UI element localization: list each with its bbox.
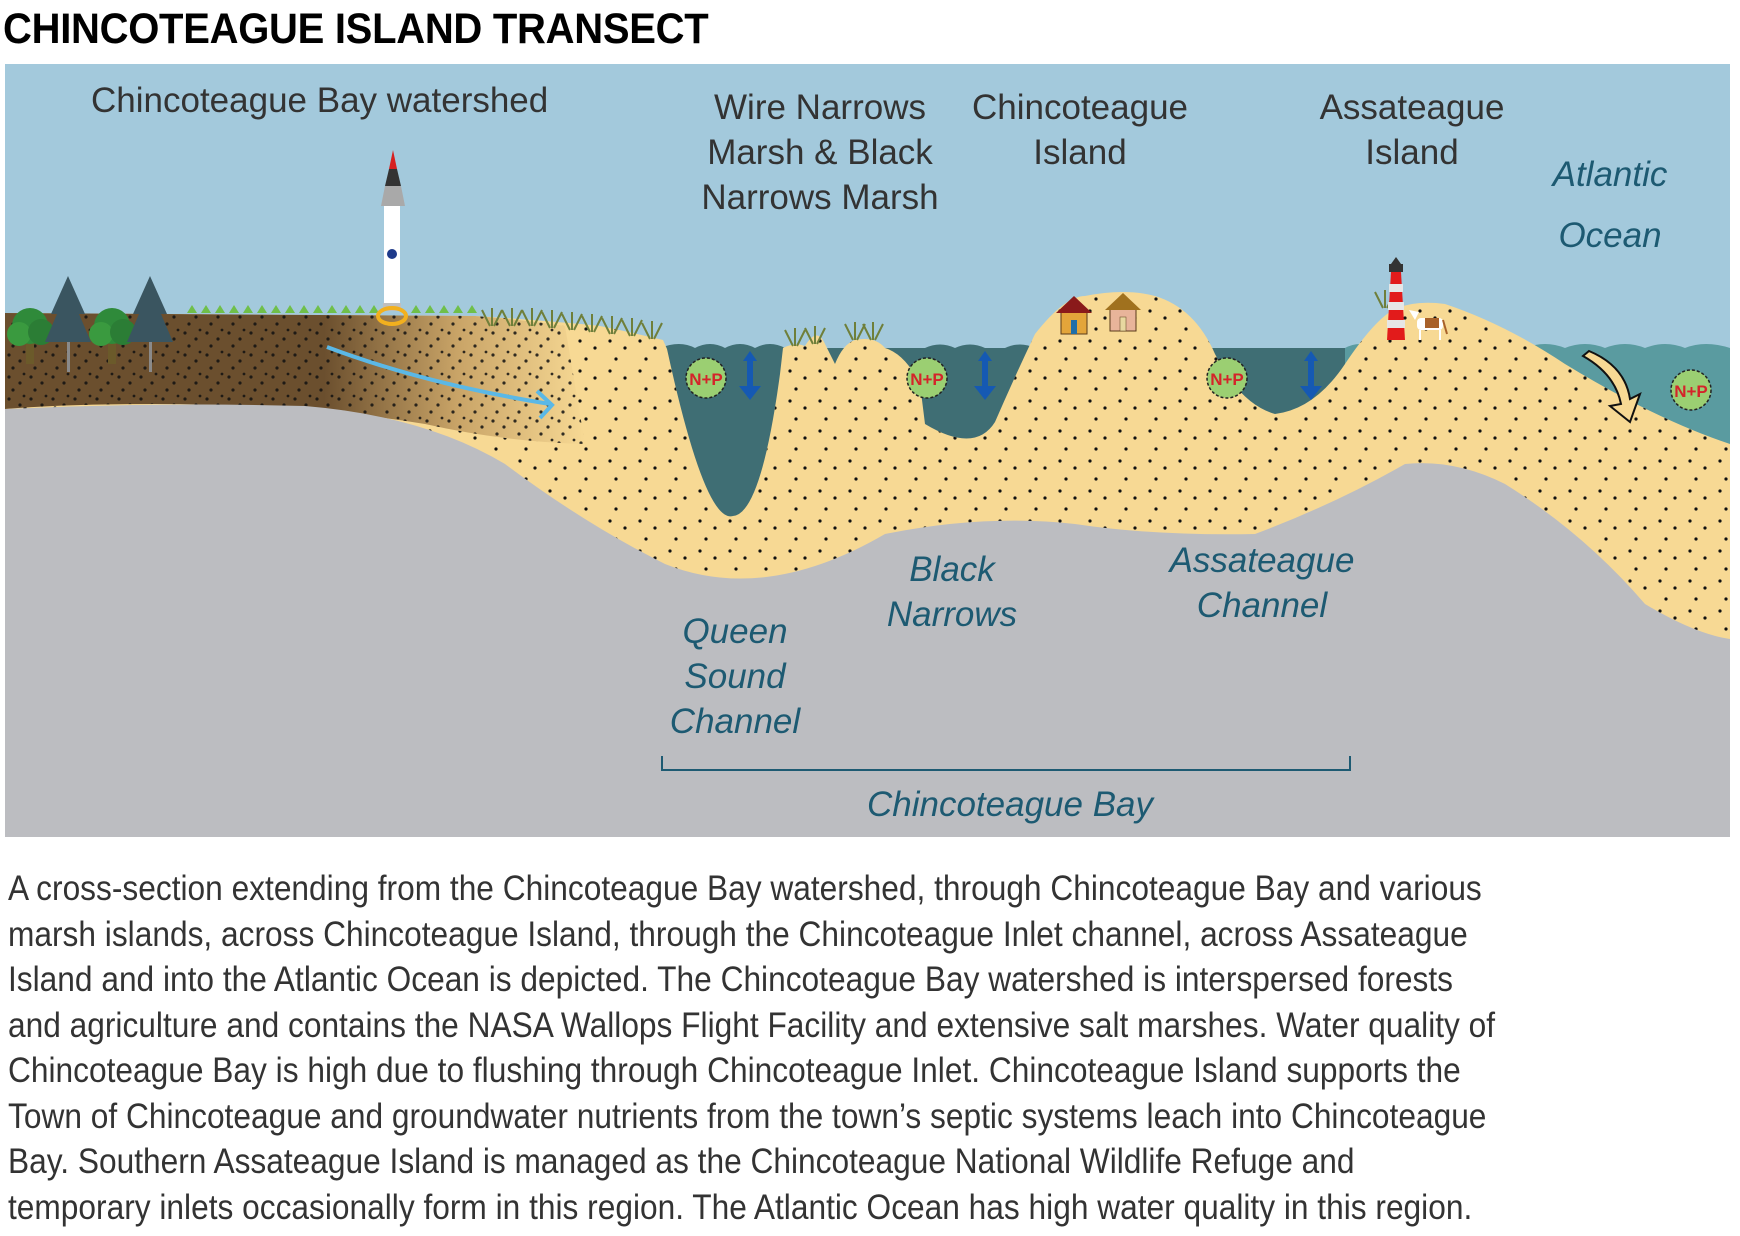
svg-text:N+P: N+P bbox=[910, 370, 944, 389]
chincoteague-bay-bracket bbox=[661, 756, 1351, 771]
svg-text:N+P: N+P bbox=[1210, 370, 1244, 389]
wild-pony-icon bbox=[1409, 310, 1448, 340]
marsh-grass-icon bbox=[481, 290, 1396, 347]
house-icon bbox=[1056, 296, 1092, 335]
nasa-rocket-icon bbox=[376, 150, 408, 326]
label-watershed: Chincoteague Bay watershed bbox=[91, 81, 549, 120]
conifer-tree-icon bbox=[127, 276, 173, 372]
up-down-arrow-icon bbox=[739, 351, 1322, 400]
lighthouse-icon bbox=[1387, 257, 1405, 340]
label-wire-narrows-marsh: Wire Narrows Marsh & Black Narrows Marsh bbox=[701, 88, 939, 217]
conifer-tree-icon bbox=[45, 276, 91, 372]
nutrient-badge-icon: N+P bbox=[1670, 369, 1712, 411]
groundwater-flow-arrow-icon bbox=[326, 345, 555, 420]
svg-text:N+P: N+P bbox=[1674, 382, 1708, 401]
sediment-transport-arrow-icon bbox=[1581, 349, 1642, 424]
label-queen-sound-channel: Queen Sound Channel bbox=[669, 612, 801, 741]
label-atlantic-ocean: Atlantic Ocean bbox=[1552, 155, 1668, 255]
page-title: CHINCOTEAGUE ISLAND TRANSECT bbox=[3, 5, 709, 53]
transect-diagram: N+P N+P N+P N+P Chincoteague Bay watersh… bbox=[5, 64, 1730, 837]
deciduous-tree-icon bbox=[7, 308, 54, 364]
crop-plant-icon bbox=[187, 305, 477, 313]
nutrient-badge-icon: N+P bbox=[1206, 357, 1248, 399]
nutrient-badge-icon: N+P bbox=[906, 357, 948, 399]
label-chincoteague-island: Chincoteague Island bbox=[972, 88, 1188, 172]
figure-caption: A cross-section extending from the Chinc… bbox=[8, 869, 1496, 1227]
label-black-narrows: Black Narrows bbox=[886, 550, 1018, 634]
label-assateague-island: Assateague Island bbox=[1319, 88, 1505, 172]
svg-text:N+P: N+P bbox=[689, 370, 723, 389]
nutrient-badge-icon: N+P bbox=[685, 357, 727, 399]
label-assateague-channel: Assateague Channel bbox=[1169, 541, 1355, 625]
bedrock-layer bbox=[5, 404, 1730, 837]
label-chincoteague-bay: Chincoteague Bay bbox=[866, 785, 1154, 824]
house-icon bbox=[1105, 293, 1141, 332]
